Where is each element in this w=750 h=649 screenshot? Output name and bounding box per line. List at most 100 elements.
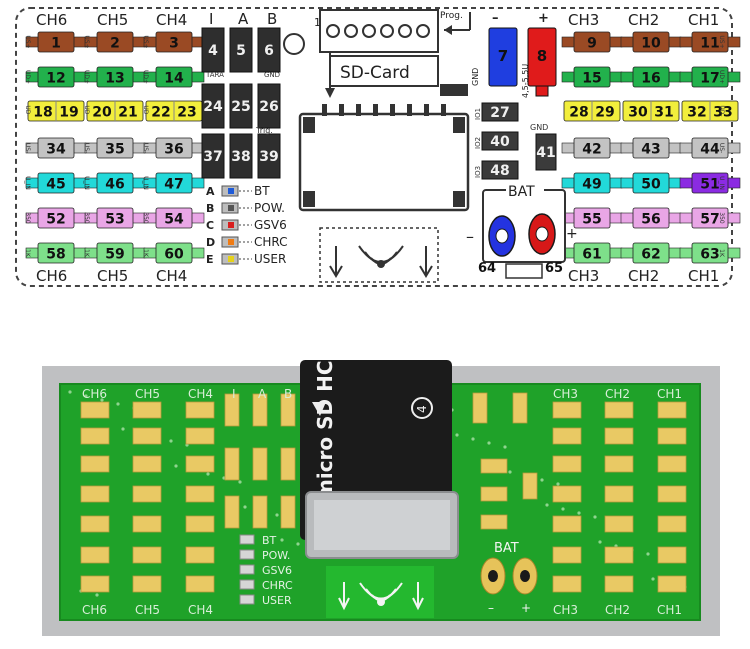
- photo-header: CH2: [605, 603, 630, 617]
- row-label: 350: [24, 212, 31, 224]
- pad-number: 47: [164, 177, 183, 193]
- led-color-icon: [228, 205, 234, 211]
- pad-number: 58: [46, 247, 65, 263]
- photo-led: [239, 534, 255, 545]
- battery-pad-hole: [520, 570, 530, 582]
- via-dot: [646, 552, 650, 556]
- battery-minus-hole: [495, 228, 509, 244]
- io-pad: 27: [481, 102, 519, 122]
- pad-number: 9: [587, 36, 597, 52]
- photo-pad: [132, 546, 162, 564]
- via-dot: [540, 478, 544, 482]
- battery-pad-65: 65: [545, 261, 563, 276]
- photo-header: CH2: [605, 387, 630, 401]
- connector-hole: [398, 24, 412, 38]
- pad-number: 40: [490, 134, 510, 150]
- via-dot: [116, 402, 120, 406]
- pad-number: 34: [46, 142, 66, 158]
- channel-header: CH2: [628, 11, 659, 29]
- pad-number: 62: [641, 247, 660, 263]
- photo-pad: [185, 546, 215, 564]
- row-label: UD-: [142, 105, 149, 116]
- battery-label: BAT: [508, 184, 535, 200]
- battery-label-photo: BAT: [494, 541, 519, 556]
- pad-number: 2: [110, 36, 120, 52]
- photo-pad: [604, 427, 634, 445]
- led-letter: A: [206, 185, 215, 198]
- row-label: US-: [718, 143, 725, 153]
- battery-pad-hole: [488, 570, 498, 582]
- row-label: UD+: [718, 70, 725, 84]
- photo-center-pad: [280, 495, 296, 529]
- pad-number: 37: [203, 149, 222, 165]
- photo-pad: [604, 401, 634, 419]
- jumper-pad-right: 63: [679, 242, 741, 264]
- photo-pad: [657, 515, 687, 533]
- photo-header: CH6: [82, 387, 107, 401]
- photo-center-pad: [280, 393, 296, 427]
- row-label: U_IN: [24, 176, 31, 190]
- photo-header: I: [232, 387, 236, 401]
- row-label: 1K: [142, 249, 149, 258]
- photo-pad: [657, 546, 687, 564]
- photo-io-pad: [480, 458, 508, 474]
- io-label: IO3: [474, 166, 482, 178]
- via-dot: [238, 480, 242, 484]
- jumper-pad-left: 36: [143, 137, 205, 159]
- pad-number: 25: [231, 99, 250, 115]
- photo-pad: [185, 455, 215, 473]
- via-dot: [84, 394, 88, 398]
- solder-jumper: 5: [229, 27, 253, 73]
- pad-number: 3: [169, 36, 179, 52]
- battery-pad-64: 64: [478, 261, 496, 276]
- photo-pad: [604, 546, 634, 564]
- voltage-label: 4,5-5,5U: [521, 64, 530, 98]
- via-dot: [296, 542, 300, 546]
- connector-pin-label: 1: [314, 16, 321, 29]
- via-dot: [280, 538, 284, 542]
- connector-hole: [326, 24, 340, 38]
- via-dot: [598, 540, 602, 544]
- jumper-pad-left: 34: [25, 137, 87, 159]
- led-name: BT: [254, 184, 270, 198]
- channel-header: CH5: [97, 11, 128, 29]
- sd-card-brand: micro SD HC: [313, 360, 337, 500]
- photo-pad: [185, 575, 215, 593]
- row-label: UD-: [83, 105, 90, 116]
- row-label: US+: [718, 35, 725, 48]
- photo-header: CH3: [553, 603, 578, 617]
- row-label: U_IN: [83, 176, 90, 190]
- row-label: US+: [142, 35, 149, 48]
- pad-number: 63: [700, 247, 719, 263]
- pad-number: 45: [46, 177, 65, 193]
- slot-corner: [303, 117, 315, 133]
- photo-pad: [657, 455, 687, 473]
- jumper-pad-left: 35: [84, 137, 146, 159]
- jumper-pad-right: 11: [679, 31, 741, 53]
- gnd-io-label: GND: [530, 123, 548, 132]
- pad-number: 10: [641, 36, 661, 52]
- led-letter: E: [206, 253, 214, 266]
- battery-plus-sign: +: [566, 226, 578, 242]
- battery-label-bg: [506, 184, 544, 198]
- io-pad: 41: [535, 133, 557, 171]
- photo-io-pad: [512, 392, 528, 424]
- photo-center-pad: [280, 447, 296, 481]
- photo-header: CH1: [657, 603, 682, 617]
- photo-pad: [80, 485, 110, 503]
- channel-header: CH6: [36, 11, 67, 29]
- led-letter: B: [206, 202, 214, 215]
- row-label: US-: [142, 143, 149, 153]
- sd-socket-face: [314, 500, 450, 550]
- photo-pad: [132, 575, 162, 593]
- solder-jumper: 4: [201, 27, 225, 73]
- row-label: UD+: [83, 70, 90, 84]
- via-dot: [593, 515, 597, 519]
- via-dot: [169, 439, 173, 443]
- photo-led-label: GSV6: [262, 564, 292, 577]
- pad-number: 33: [713, 105, 732, 121]
- sd-card-label: SD-Card: [340, 63, 410, 83]
